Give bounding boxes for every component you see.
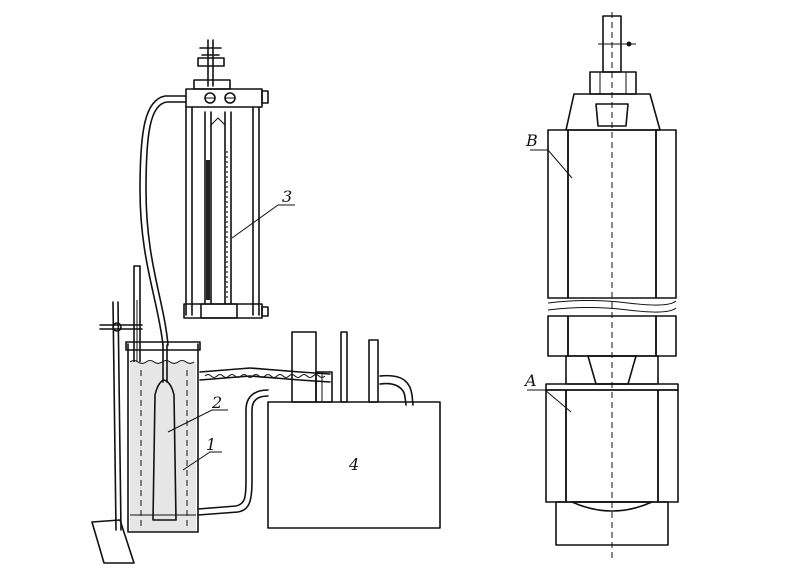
rubber-hose-lower-inner [197, 389, 269, 510]
box-4 [267, 331, 441, 529]
vessel-2 [152, 344, 177, 521]
bomb-cross-section [545, 12, 679, 560]
capillary-tube [139, 95, 187, 346]
label-part-3: 3 [282, 187, 292, 206]
rubber-hose-upper [199, 367, 414, 406]
label-part-b: B [525, 131, 538, 150]
left-apparatus [91, 39, 441, 564]
retort-stand [91, 301, 143, 564]
rubber-hose-lower [197, 395, 269, 516]
leader-lines [167, 149, 573, 471]
label-part-4: 4 [348, 455, 359, 474]
capillary-tube-inner [145, 101, 187, 346]
burette-3 [183, 39, 269, 319]
label-part-a: A [523, 371, 537, 390]
label-part-1: 1 [206, 435, 216, 454]
label-part-2: 2 [211, 393, 222, 412]
